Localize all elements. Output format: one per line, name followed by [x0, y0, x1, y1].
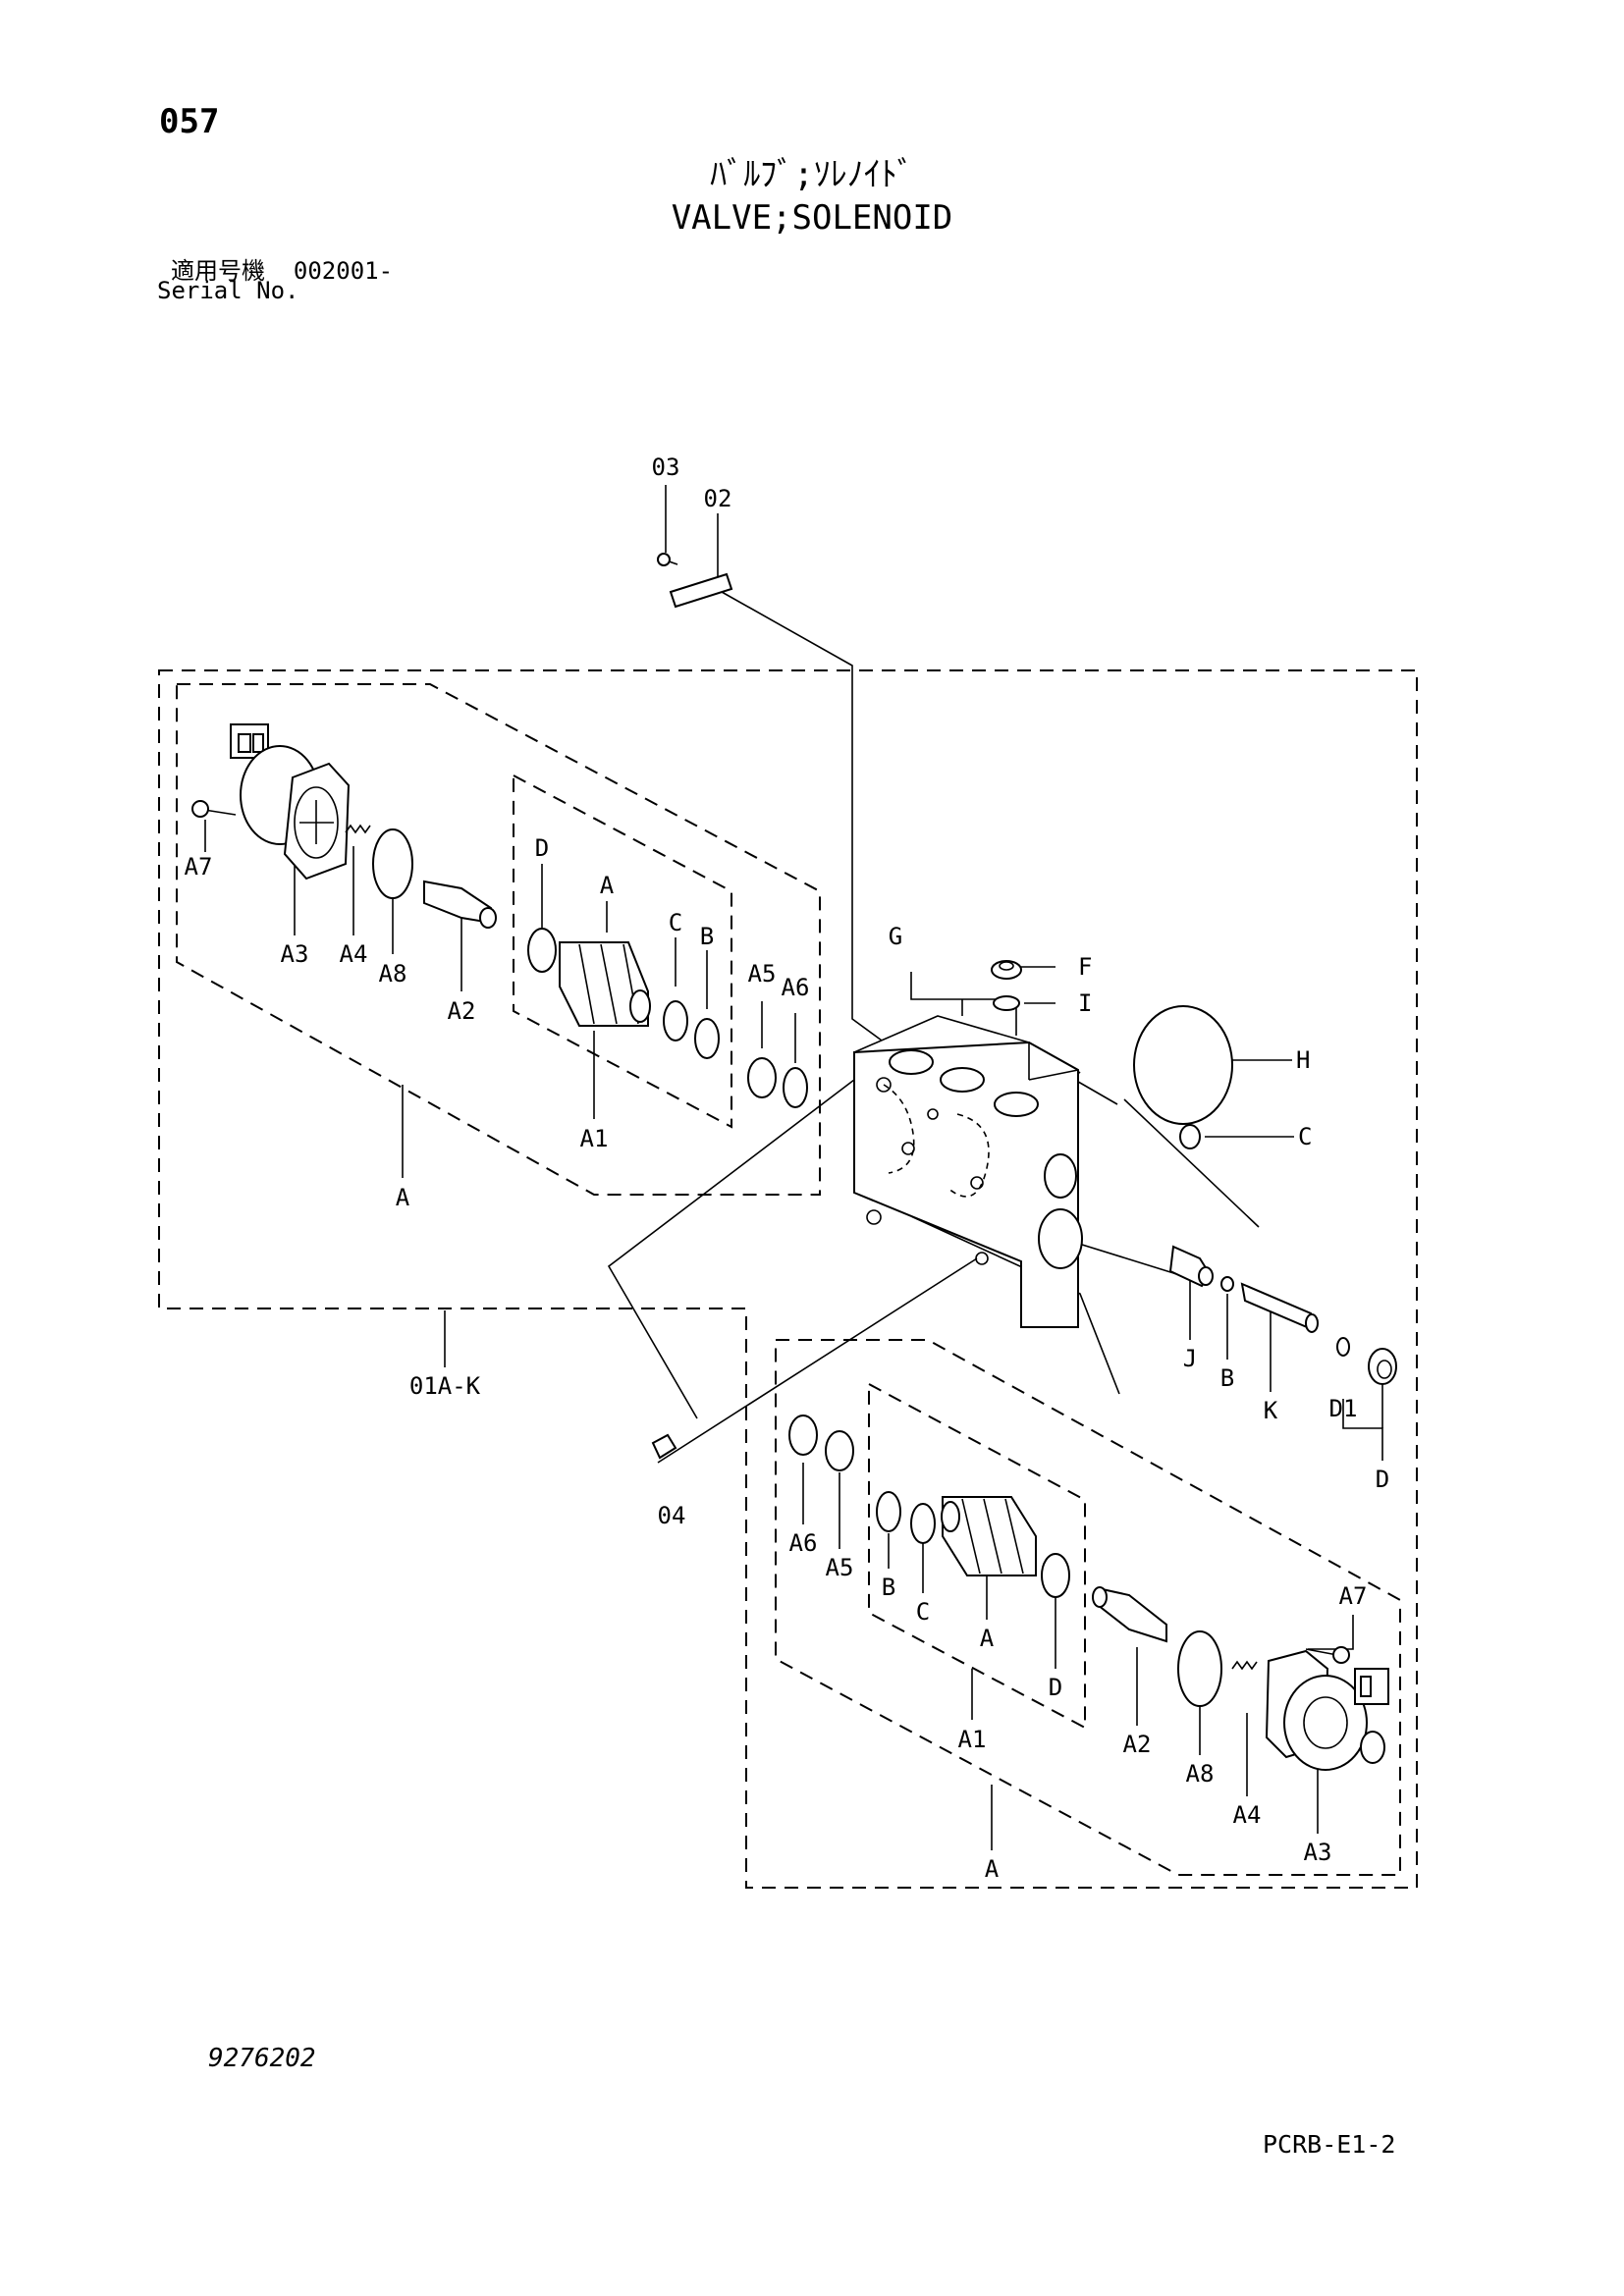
callout-right-A5: A5 [826, 1554, 854, 1581]
callout-right-A6: A6 [789, 1529, 818, 1557]
callout-03: 03 [652, 454, 680, 481]
assembly-boundaries [158, 669, 1418, 1889]
plate-02 [669, 572, 733, 609]
callout-B: B [1220, 1364, 1234, 1392]
callout-left-A-assembly: A [396, 1184, 410, 1211]
screw-03 [657, 553, 678, 566]
ring-C [1179, 1124, 1201, 1149]
callout-G: G [889, 923, 902, 950]
callout-left-A7: A7 [185, 853, 213, 881]
sleeve-right-A [941, 1496, 1037, 1576]
oring-right-A8 [1177, 1630, 1222, 1707]
callout-C: C [1298, 1123, 1312, 1150]
callout-right-A-assembly: A [985, 1855, 1000, 1883]
callout-right-A3: A3 [1304, 1839, 1332, 1866]
callout-right-A1: A1 [958, 1726, 987, 1753]
title-english: VALVE;SOLENOID [671, 198, 953, 238]
spool-left-A2 [423, 880, 497, 929]
spring-left-A4 [345, 824, 371, 834]
callout-I: I [1078, 989, 1092, 1017]
boundary-A1-right [868, 1382, 1086, 1730]
washer-left-A6 [783, 1067, 808, 1108]
callout-right-A8: A8 [1186, 1760, 1215, 1788]
sleeve-left-A [559, 941, 651, 1027]
parts [191, 553, 1397, 1771]
callout-D1: D1 [1329, 1395, 1358, 1422]
ring-right-B [876, 1491, 901, 1532]
valve-body [853, 1015, 1083, 1328]
solenoid-right-A3 [1265, 1649, 1389, 1771]
callout-04: 04 [658, 1502, 686, 1529]
ring-D1 [1336, 1337, 1350, 1357]
callout-left-D: D [535, 834, 549, 862]
callout-left-A5: A5 [748, 960, 777, 988]
callout-01A-K: 01A-K [409, 1372, 481, 1400]
callout-right-A4: A4 [1233, 1801, 1262, 1829]
serial-label-jp: 適用号機 [171, 257, 265, 285]
boundary-01A-K [158, 669, 1418, 1889]
callout-right-A: A [980, 1625, 995, 1652]
ring-left-D [527, 928, 557, 973]
callout-left-A8: A8 [379, 960, 407, 988]
callout-left-A4: A4 [340, 940, 368, 968]
ring-left-C [663, 1000, 688, 1041]
boundary-A1-left [513, 774, 732, 1129]
callout-right-A2: A2 [1123, 1731, 1152, 1758]
plug-D [1368, 1348, 1397, 1385]
callout-K: K [1264, 1397, 1278, 1424]
fitting-F [991, 960, 1022, 980]
leader-lines [204, 485, 1383, 1850]
ring-right-A5 [825, 1430, 854, 1471]
ring-right-C [910, 1503, 936, 1544]
solenoid-left-A3 [230, 723, 351, 881]
cover-H [1133, 1005, 1233, 1125]
boundary-A-left [176, 683, 821, 1196]
ball-B [1220, 1276, 1234, 1292]
callout-02: 02 [704, 485, 732, 512]
callout-J: J [1183, 1345, 1197, 1372]
callout-right-C: C [916, 1598, 930, 1626]
callout-left-B: B [700, 923, 714, 950]
page-number: 057 [159, 102, 220, 141]
callout-D: D [1376, 1466, 1389, 1493]
callout-right-B: B [882, 1574, 895, 1601]
serial-value: 002001- [293, 257, 394, 285]
callout-right-D: D [1049, 1674, 1062, 1701]
title-japanese: ﾊﾞﾙﾌﾞ;ｿﾚﾉｲﾄﾞ [710, 155, 914, 194]
callout-left-A3: A3 [281, 940, 309, 968]
callout-left-A1: A1 [580, 1125, 609, 1152]
ring-left-B [694, 1018, 720, 1059]
spool-right-A2 [1092, 1586, 1167, 1643]
callout-right-A7: A7 [1339, 1582, 1368, 1610]
callout-left-A2: A2 [448, 997, 476, 1025]
drawing-number: 9276202 [208, 2044, 316, 2073]
callout-H: H [1296, 1046, 1310, 1074]
page-code: PCRB-E1-2 [1263, 2130, 1396, 2159]
plug-J [1168, 1245, 1214, 1288]
callout-F: F [1078, 953, 1092, 981]
ring-left-A5 [747, 1057, 777, 1098]
serial-label-japanese: 適用号機 002001- [171, 251, 393, 286]
callout-left-C: C [669, 909, 682, 936]
serial-label-english: Serial No. [157, 277, 299, 304]
callout-labels: 03 02 A7 A3 A4 A8 A2 D A C B A5 A6 A1 A … [185, 454, 1390, 1883]
pin-04 [651, 1433, 677, 1460]
callout-left-A6: A6 [782, 974, 810, 1001]
washer-right-A6 [788, 1415, 818, 1456]
bolt-right-A7 [1305, 1646, 1350, 1664]
oring-left-A8 [372, 828, 413, 899]
pin-K [1240, 1282, 1319, 1333]
callout-left-A: A [600, 872, 615, 899]
ring-I [993, 995, 1020, 1011]
spring-right-A4 [1231, 1660, 1258, 1671]
ring-right-D [1041, 1553, 1070, 1598]
bolt-left-A7 [191, 800, 237, 818]
